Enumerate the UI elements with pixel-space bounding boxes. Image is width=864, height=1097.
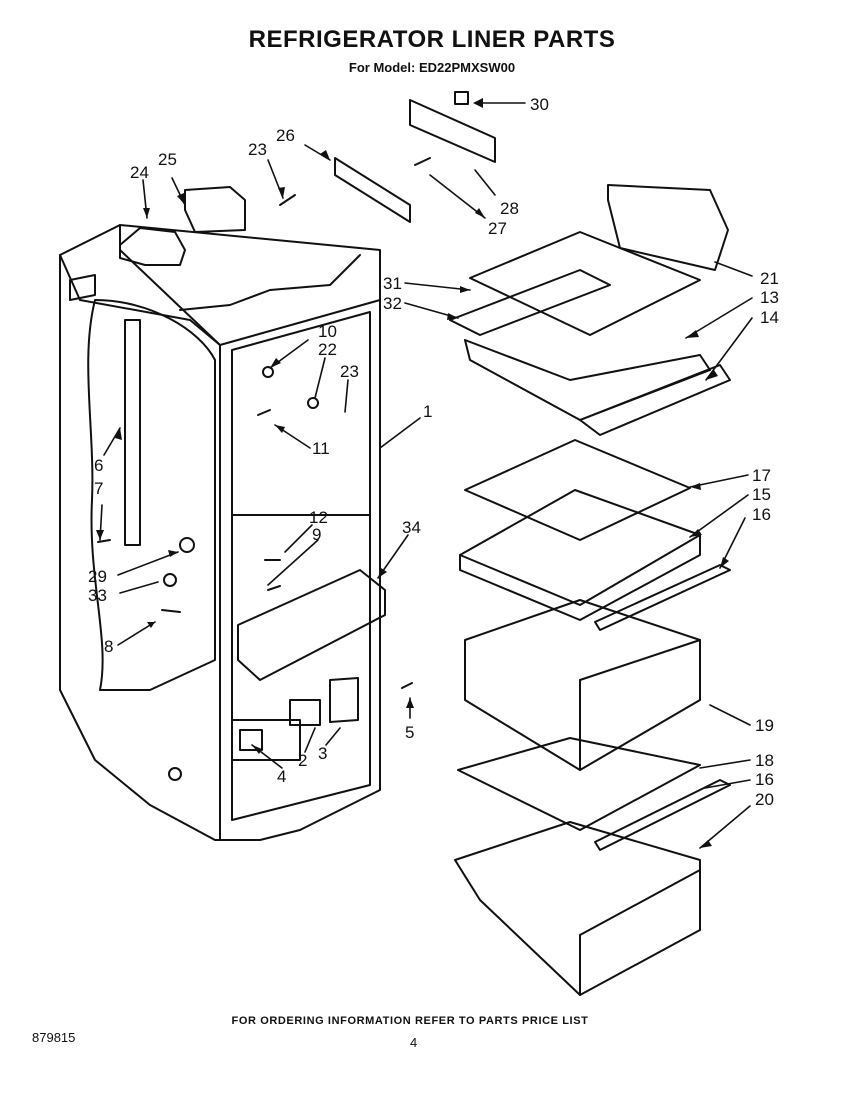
part-label-19: 19 xyxy=(755,716,774,735)
part-label-20: 20 xyxy=(755,790,774,809)
part-label-2: 2 xyxy=(298,751,307,770)
page-number: 4 xyxy=(410,1035,418,1050)
shelves-and-drawers xyxy=(449,184,731,996)
part-label-22: 22 xyxy=(318,340,337,359)
part-label-31: 31 xyxy=(383,274,402,293)
part-label-16b: 16 xyxy=(755,770,774,789)
part-label-17: 17 xyxy=(752,466,771,485)
liner-cabinet xyxy=(59,224,381,841)
part-label-12: 12 xyxy=(309,508,328,527)
mid-hardware xyxy=(97,366,413,781)
part-label-14: 14 xyxy=(760,308,779,327)
part-label-32: 32 xyxy=(383,294,402,313)
part-label-29: 29 xyxy=(88,567,107,586)
model-number: For Model: ED22PMXSW00 xyxy=(348,60,516,75)
part-label-24: 24 xyxy=(130,163,149,182)
part-label-28: 28 xyxy=(500,199,519,218)
part-label-25: 25 xyxy=(158,150,177,169)
part-label-27: 27 xyxy=(488,219,507,238)
ordering-note: FOR ORDERING INFORMATION REFER TO PARTS … xyxy=(231,1015,589,1027)
part-label-3: 3 xyxy=(318,744,327,763)
part-label-11: 11 xyxy=(312,439,330,458)
part-label-23: 23 xyxy=(248,140,267,159)
part-label-10: 10 xyxy=(318,322,337,341)
part-label-26: 26 xyxy=(276,126,295,145)
part-label-13: 13 xyxy=(760,288,779,307)
part-label-15: 15 xyxy=(752,485,771,504)
leader-lines xyxy=(99,102,753,849)
part-label-23b: 23 xyxy=(340,362,359,381)
part-label-6: 6 xyxy=(94,456,103,475)
part-label-1: 1 xyxy=(423,402,432,421)
part-label-34: 34 xyxy=(402,518,421,537)
part-label-16: 16 xyxy=(752,505,771,524)
part-label-33: 33 xyxy=(88,586,107,605)
part-label-21: 21 xyxy=(760,269,779,288)
document-number: 879815 xyxy=(32,1030,76,1045)
part-label-30: 30 xyxy=(530,95,549,114)
callout-labels: 30 26 23 25 24 28 27 21 31 32 13 14 10 2… xyxy=(88,95,779,809)
top-hardware xyxy=(119,91,496,266)
part-label-7: 7 xyxy=(94,479,103,498)
leader-arrowheads xyxy=(96,98,729,848)
part-label-18: 18 xyxy=(755,751,774,770)
part-label-8: 8 xyxy=(104,637,113,656)
part-label-4: 4 xyxy=(277,767,286,786)
page-title: REFRIGERATOR LINER PARTS xyxy=(248,26,616,53)
part-label-5: 5 xyxy=(405,723,414,742)
part-label-9: 9 xyxy=(312,525,321,544)
